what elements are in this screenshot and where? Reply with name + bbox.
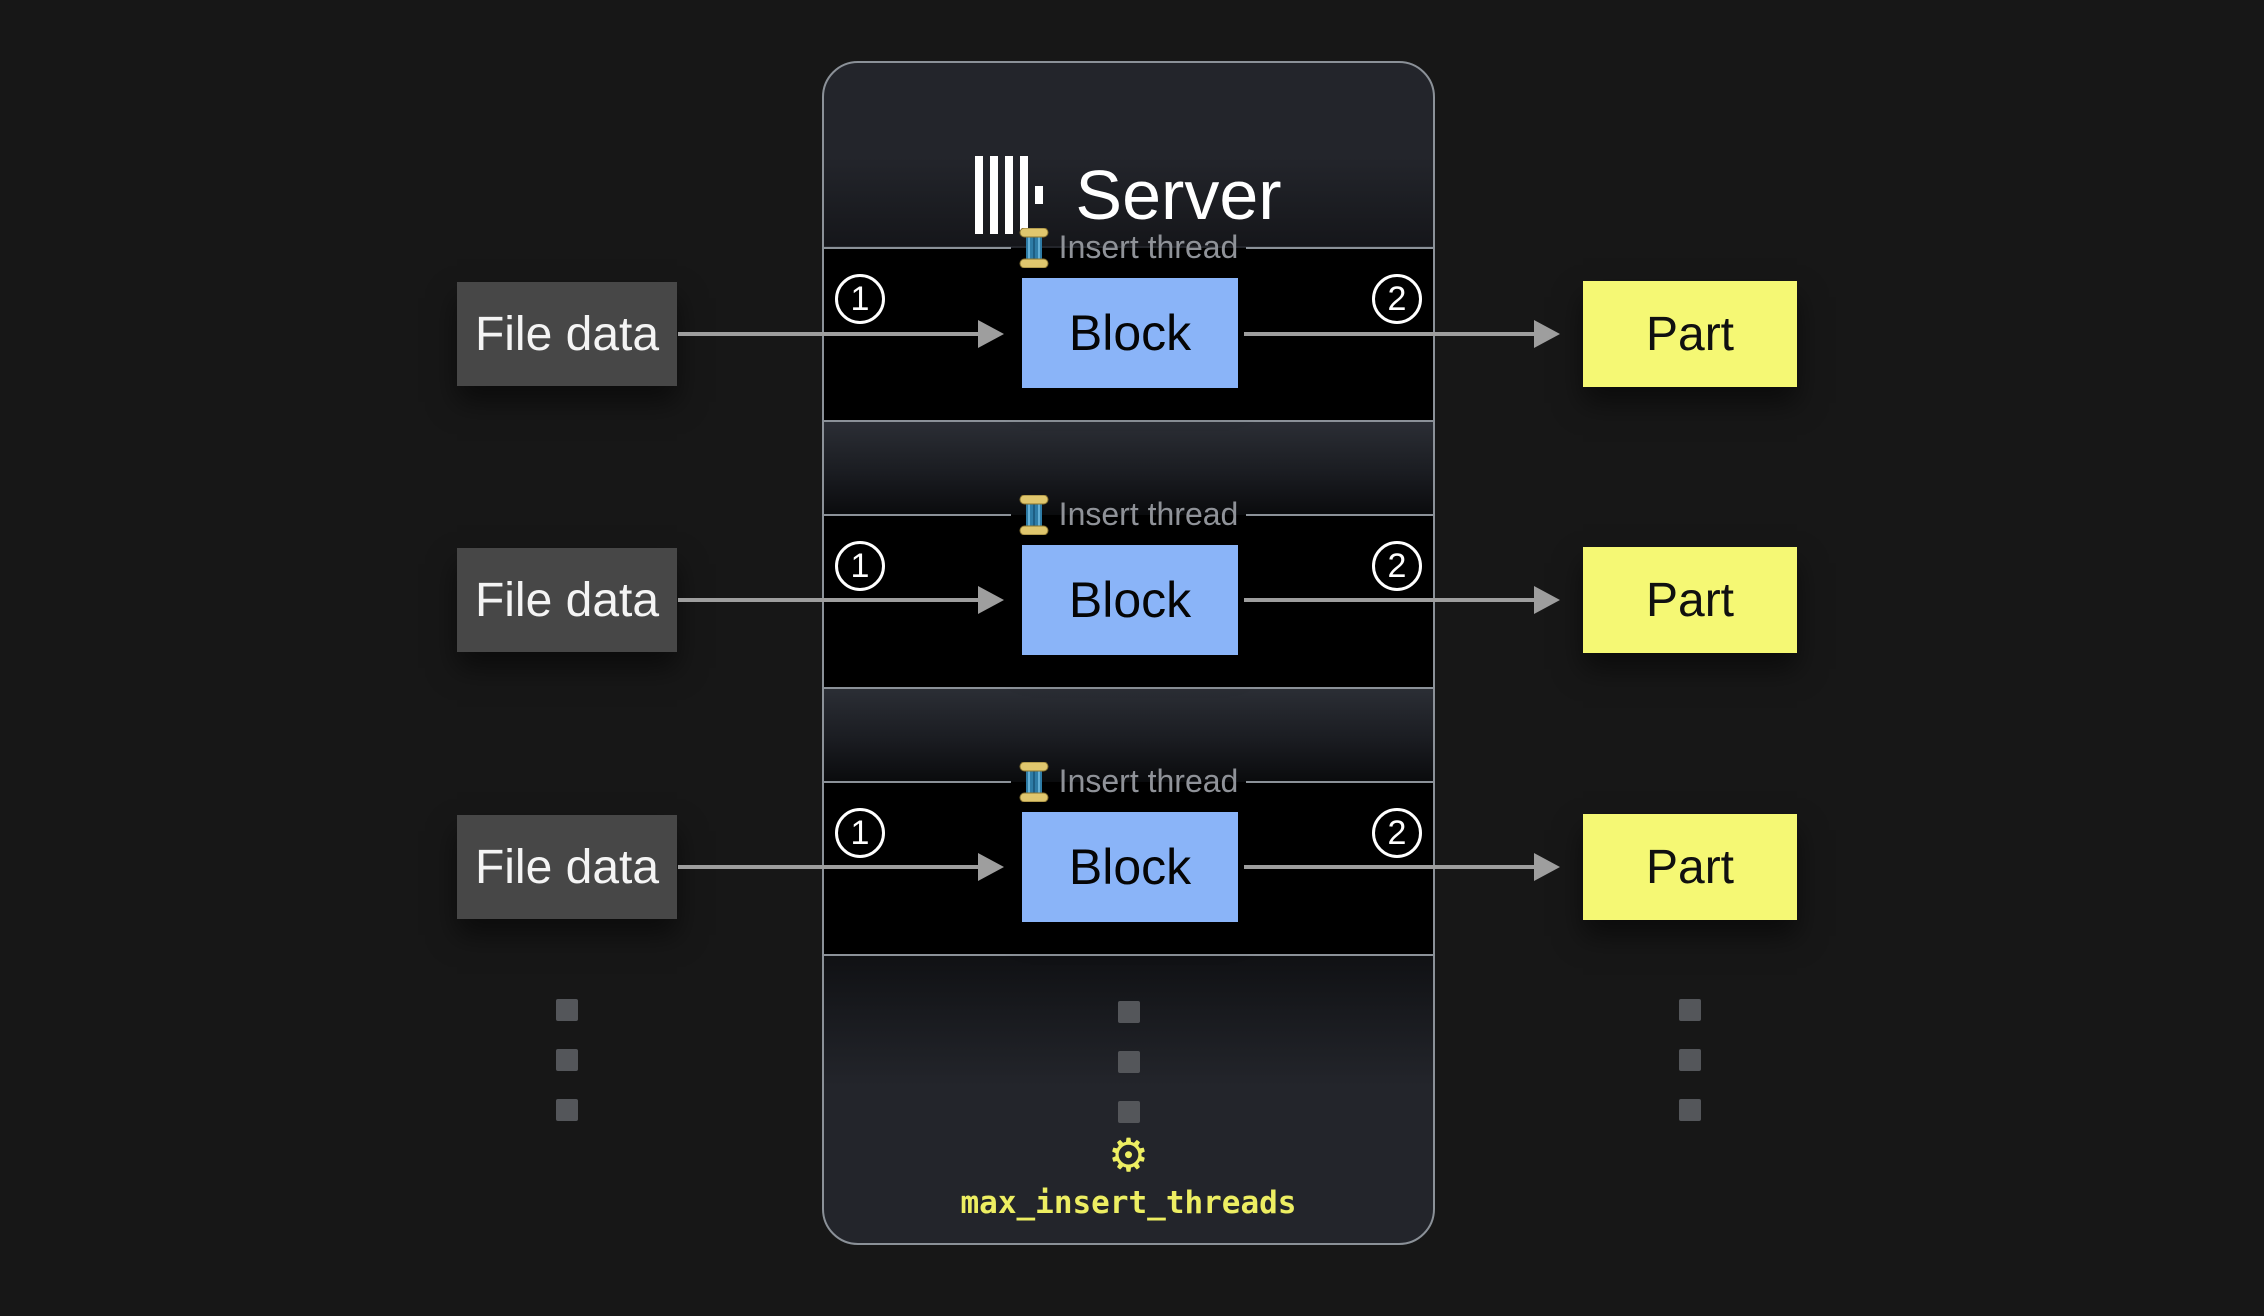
- step-2-badge: 2: [1372, 541, 1422, 591]
- arrow-filedata-to-block: [678, 853, 1004, 881]
- server-title: Server: [1075, 156, 1282, 234]
- block-node: Block: [1022, 278, 1238, 388]
- arrow-filedata-to-block: [678, 586, 1004, 614]
- insert-thread-section-1: Insert thread 1 Block 2: [824, 228, 1433, 422]
- file-data-node: File data: [457, 815, 677, 919]
- arrow-block-to-part: [1244, 586, 1560, 614]
- insert-thread-legend: Insert thread: [824, 228, 1433, 268]
- part-node: Part: [1583, 547, 1797, 653]
- ellipsis-dots-outputs: [1679, 999, 1701, 1121]
- file-data-node: File data: [457, 282, 677, 386]
- insert-thread-label: Insert thread: [1058, 496, 1239, 533]
- arrow-block-to-part: [1244, 853, 1560, 881]
- part-node: Part: [1583, 814, 1797, 920]
- insert-thread-section-3: Insert thread 1 Block 2: [824, 762, 1433, 956]
- row-gap: [824, 689, 1433, 782]
- clickhouse-logo-icon: [975, 156, 1044, 234]
- step-2-badge: 2: [1372, 274, 1422, 324]
- title-fade: [824, 158, 1433, 246]
- step-2-badge: 2: [1372, 808, 1422, 858]
- step-1-badge: 1: [835, 274, 885, 324]
- block-node: Block: [1022, 812, 1238, 922]
- max-insert-threads-label: max_insert_threads: [960, 1185, 1297, 1221]
- insert-thread-label: Insert thread: [1058, 229, 1239, 266]
- arrow-block-to-part: [1244, 320, 1560, 348]
- thread-spool-icon: [1019, 762, 1049, 802]
- gear-icon: ⚙: [1107, 1129, 1150, 1181]
- row-gap: [824, 422, 1433, 515]
- insert-thread-label: Insert thread: [1058, 763, 1239, 800]
- server-header: Server: [824, 135, 1433, 255]
- file-data-node: File data: [457, 548, 677, 652]
- step-1-badge: 1: [835, 541, 885, 591]
- thread-spool-icon: [1019, 495, 1049, 535]
- block-node: Block: [1022, 545, 1238, 655]
- server-container: Server Insert thread: [822, 61, 1435, 1245]
- arrow-filedata-to-block: [678, 320, 1004, 348]
- part-node: Part: [1583, 281, 1797, 387]
- ellipsis-dots-threads: [1118, 1001, 1140, 1123]
- thread-spool-icon: [1019, 228, 1049, 268]
- insert-thread-legend: Insert thread: [824, 762, 1433, 802]
- step-1-badge: 1: [835, 808, 885, 858]
- ellipsis-dots-inputs: [556, 999, 578, 1121]
- insert-thread-section-2: Insert thread 1 Block 2: [824, 495, 1433, 689]
- insert-thread-legend: Insert thread: [824, 495, 1433, 535]
